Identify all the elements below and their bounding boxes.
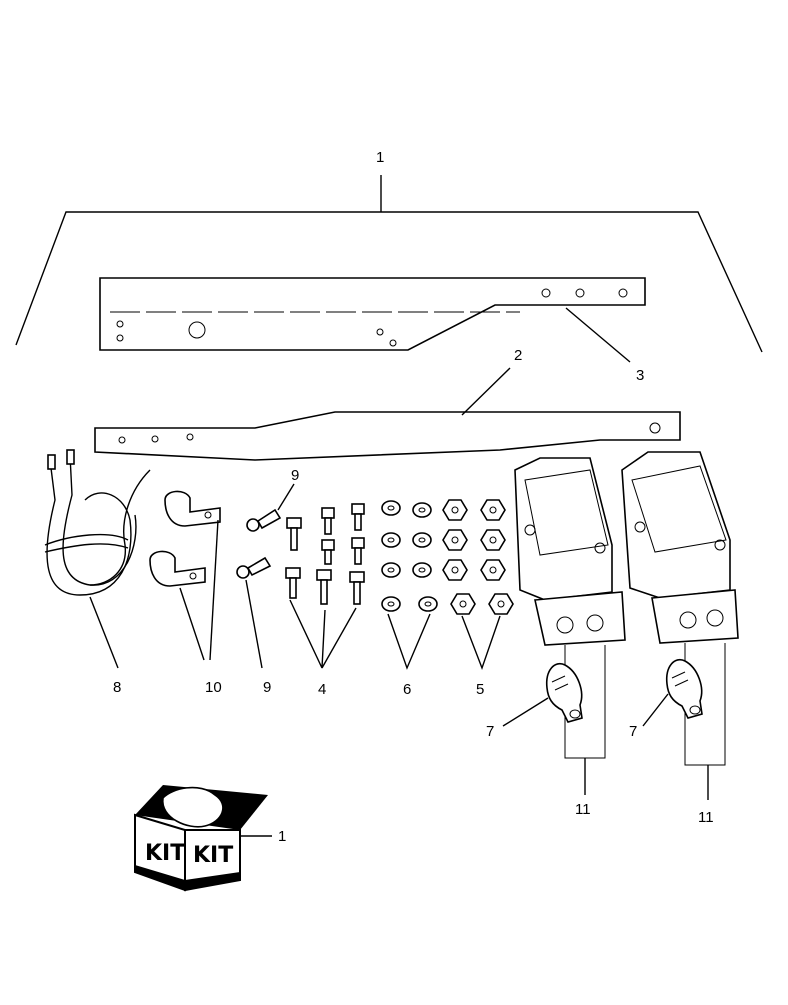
callout-bolts: 4 — [318, 681, 326, 698]
callout-bulb-right: 7 — [629, 723, 637, 740]
callout-bracket-upper: 3 — [636, 367, 644, 384]
bracket-long — [94, 367, 681, 461]
lamp-left — [514, 457, 626, 795]
callout-nuts: 5 — [476, 681, 484, 698]
callout-bulb-left: 7 — [486, 723, 494, 740]
lamp-right — [621, 451, 739, 800]
callout-terminal-lower: 9 — [263, 679, 271, 696]
callout-kit-top: 1 — [376, 149, 384, 166]
kit-box-label-left: KIT — [145, 841, 185, 866]
washers — [381, 500, 438, 670]
bracket-upper — [99, 277, 646, 363]
wiring-harness — [44, 449, 151, 669]
bulb-right — [642, 659, 703, 727]
callout-lamp-left: 11 — [575, 801, 591, 818]
kit-group-bracket — [15, 175, 763, 353]
terminals — [236, 483, 295, 669]
callout-terminal-upper: 9 — [291, 467, 299, 484]
kit-box-icon — [134, 785, 272, 892]
callout-harness: 8 — [113, 679, 121, 696]
bulb-left — [502, 663, 583, 727]
callout-lamp-right: 11 — [698, 809, 714, 826]
bolts — [285, 503, 365, 669]
callout-kit-box: 1 — [278, 828, 286, 845]
callout-clamps: 10 — [205, 679, 222, 696]
clamps — [149, 490, 221, 661]
kit-box-label-right: KIT — [193, 843, 233, 868]
callout-bracket-long: 2 — [514, 347, 522, 364]
callout-washers: 6 — [403, 681, 411, 698]
nuts — [442, 499, 514, 671]
